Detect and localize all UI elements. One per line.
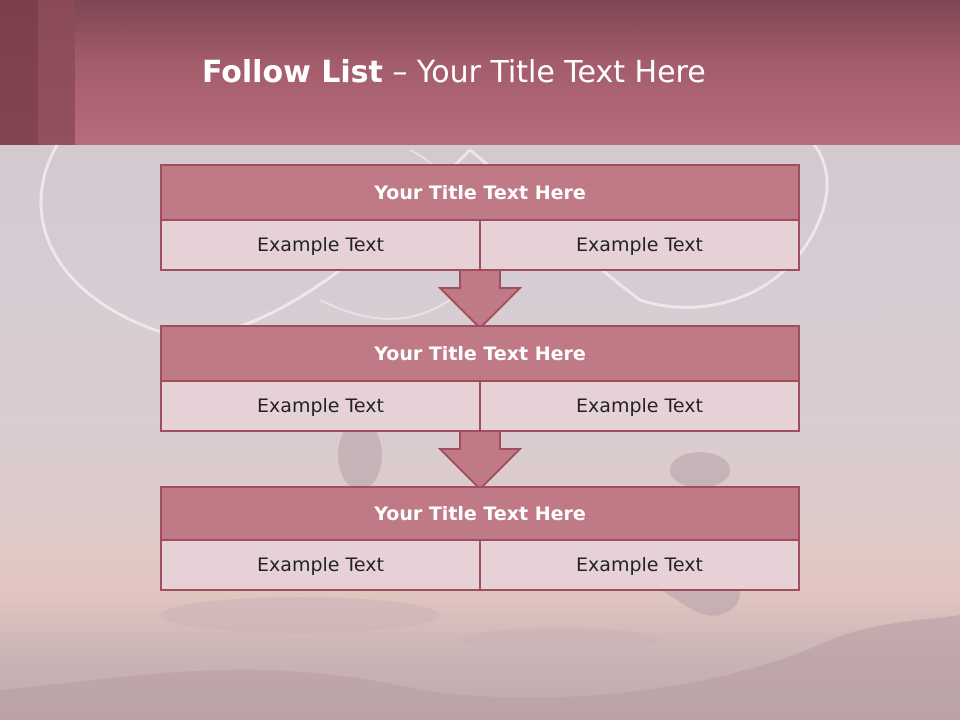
block-row: Example Text Example Text (160, 541, 800, 591)
block-cell-right: Example Text (481, 382, 800, 432)
down-arrow-icon (438, 431, 522, 491)
down-arrow-icon (438, 270, 522, 330)
block-title: Your Title Text Here (160, 164, 800, 221)
block-row: Example Text Example Text (160, 221, 800, 271)
list-block-2: Your Title Text Here Example Text Exampl… (160, 325, 800, 432)
slide-title-bold: Follow List (202, 55, 383, 90)
list-block-3: Your Title Text Here Example Text Exampl… (160, 486, 800, 591)
slide-title: Follow List – Your Title Text Here (202, 55, 706, 90)
block-title: Your Title Text Here (160, 486, 800, 541)
block-cell-left: Example Text (160, 541, 481, 591)
list-block-1: Your Title Text Here Example Text Exampl… (160, 164, 800, 271)
block-cell-right: Example Text (481, 541, 800, 591)
block-cell-left: Example Text (160, 221, 481, 271)
header-accent-block (0, 0, 38, 145)
header-band: Follow List – Your Title Text Here (0, 0, 960, 145)
block-cell-right: Example Text (481, 221, 800, 271)
block-cell-left: Example Text (160, 382, 481, 432)
slide-title-rest: – Your Title Text Here (382, 55, 706, 90)
block-row: Example Text Example Text (160, 382, 800, 432)
header-accent-block (38, 0, 75, 145)
block-title: Your Title Text Here (160, 325, 800, 382)
